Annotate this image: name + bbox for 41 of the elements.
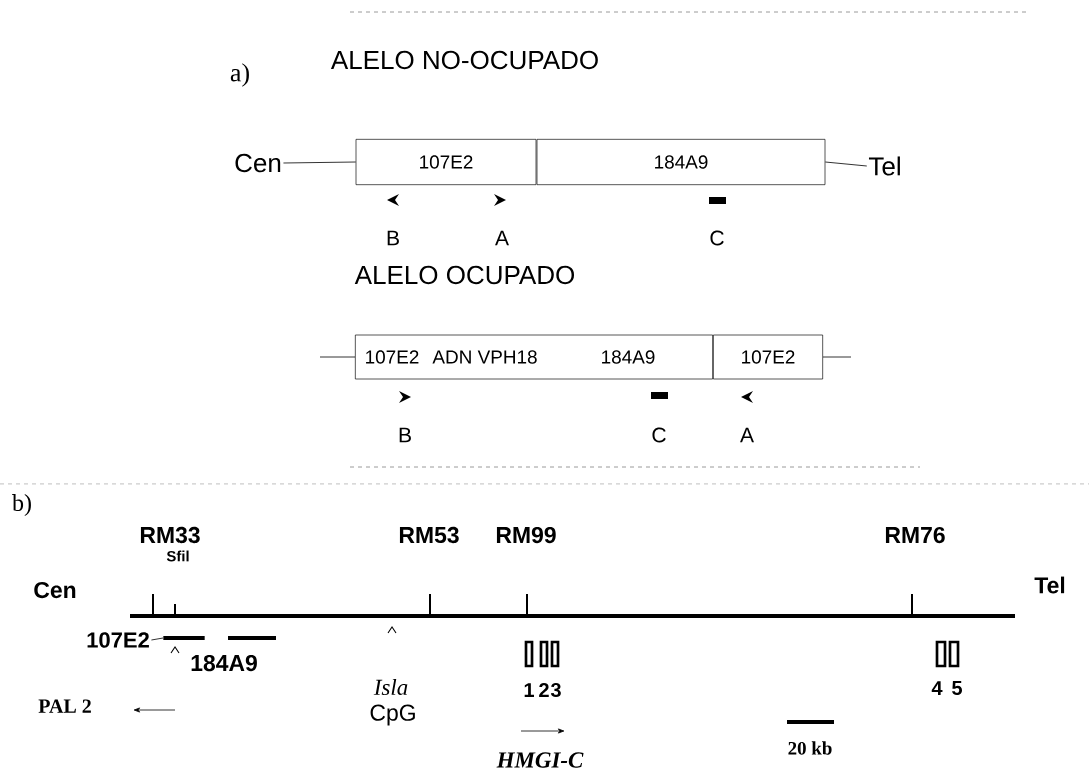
clone-label: 107E2 xyxy=(87,632,149,648)
chromosome-end-label: Tel xyxy=(1034,576,1065,594)
chromosome-end-label: Cen xyxy=(34,581,76,599)
chromosome-line xyxy=(283,161,357,164)
primer-label: A xyxy=(495,230,509,246)
chromosome-line xyxy=(824,161,868,167)
chromosome-line xyxy=(319,356,356,358)
chromosome-line xyxy=(822,356,852,358)
panel-label: b) xyxy=(12,494,31,516)
scale-label: 20 kb xyxy=(788,741,832,755)
exon-number: 4 xyxy=(931,681,943,695)
marker-label: RM33 xyxy=(140,526,200,544)
chromosome-end-label: Cen xyxy=(235,153,281,173)
allele-title: ALELO OCUPADO xyxy=(354,265,575,285)
primer-label: B xyxy=(387,230,399,246)
chromosome-end-label: Tel xyxy=(869,156,900,176)
panel-label: a) xyxy=(230,63,249,87)
map-segment-box: 107E2 ADN VPH18 184A9 xyxy=(355,334,713,380)
exon-number: 3 xyxy=(550,682,561,698)
gene-label: PAL 2 xyxy=(38,699,91,713)
map-segment-box: 107E2 xyxy=(713,334,823,380)
island-label: CpG xyxy=(370,704,415,726)
marker-label: RM76 xyxy=(885,526,945,544)
primer-label: A xyxy=(740,427,754,443)
site-label: Sfil xyxy=(166,550,189,562)
exon-number: 2 xyxy=(539,683,549,697)
map-segment-box: 107E2 xyxy=(355,139,537,185)
chromosome-line xyxy=(151,637,164,641)
marker-label: RM99 xyxy=(496,526,556,544)
probe-label: C xyxy=(710,230,724,246)
exon-number: 5 xyxy=(952,681,962,695)
primer-label: B xyxy=(399,427,411,443)
exon-number: 1 xyxy=(524,683,534,697)
allele-title: ALELO NO-OCUPADO xyxy=(330,50,598,70)
probe-label: C xyxy=(652,427,666,443)
clone-label: 184A9 xyxy=(191,654,257,672)
clone-bar xyxy=(163,636,205,640)
island-label: Isla xyxy=(373,678,408,696)
map-segment-box: 184A9 xyxy=(536,139,826,185)
gene-label: HMGI-C xyxy=(496,752,584,768)
marker-label: RM53 xyxy=(399,526,459,544)
